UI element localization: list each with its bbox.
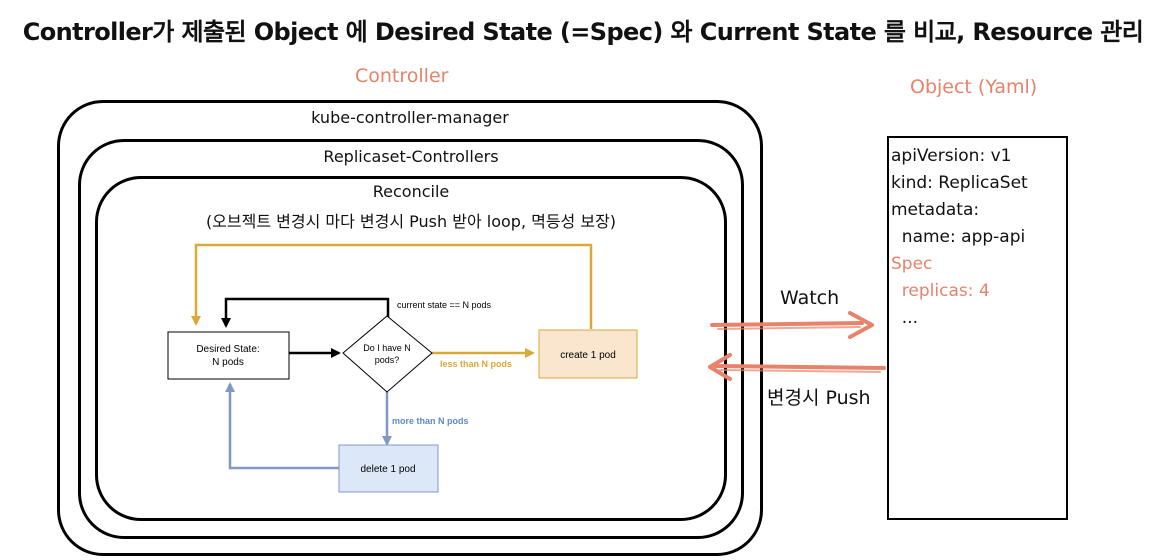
object-section-label: Object (Yaml) [910, 76, 1038, 98]
reconcile-note: (오브젝트 변경시 마다 변경시 Push 받아 loop, 멱등성 보장) [205, 212, 617, 231]
create-pod-node [538, 329, 638, 379]
push-arrow [714, 364, 886, 370]
less-than-label: less than N pods [440, 359, 512, 369]
yaml-line-replicas: replicas: 4 [891, 281, 990, 301]
yaml-line: ... [891, 308, 919, 328]
current-state-label: current state == N pods [397, 300, 492, 310]
push-label: 변경시 Push [767, 387, 871, 409]
push-arrow-shaft-2 [719, 369, 881, 373]
replicaset-controllers-label: Replicaset-Controllers [323, 147, 499, 166]
reconcile-box [95, 176, 727, 521]
desired-state-text-2: N pods [212, 357, 244, 368]
yaml-line-spec: Spec [891, 254, 933, 274]
orange-loop-line [191, 243, 593, 329]
replicaset-controllers-box [78, 139, 744, 539]
object-yaml-box: apiVersion: v1 kind: ReplicaSet metadata… [887, 136, 1068, 520]
yaml-line: metadata: [891, 200, 980, 220]
page-title: Controller가 제출된 Object 에 Desired State (… [22, 18, 1144, 46]
yaml-line: apiVersion: v1 [891, 146, 1012, 166]
delete-to-desired-arrow [225, 382, 339, 470]
watch-label: Watch [780, 287, 840, 309]
reconcile-label: Reconcile [372, 182, 450, 201]
yaml-line: kind: ReplicaSet [891, 173, 1028, 193]
decision-text-1: Do I have N [363, 343, 411, 353]
yaml-line: name: app-api [891, 227, 1026, 247]
decision-text-2: pods? [375, 355, 400, 365]
delete-pod-node [338, 444, 439, 493]
kube-controller-manager-label: kube-controller-manager [311, 108, 509, 127]
watch-arrow [710, 321, 864, 327]
create-pod-text: create 1 pod [560, 350, 616, 361]
watch-arrow-head [848, 311, 874, 339]
controller-section-label: Controller [355, 65, 449, 87]
watch-arrow-shaft-2 [717, 326, 861, 330]
push-arrow-head [708, 353, 732, 381]
delete-pod-text: delete 1 pod [360, 464, 415, 475]
desired-state-text-1: Desired State: [196, 344, 259, 355]
desired-state-node [167, 331, 290, 380]
decision-node [342, 315, 433, 393]
black-loop-line [221, 297, 390, 328]
more-than-label: more than N pods [392, 416, 469, 426]
